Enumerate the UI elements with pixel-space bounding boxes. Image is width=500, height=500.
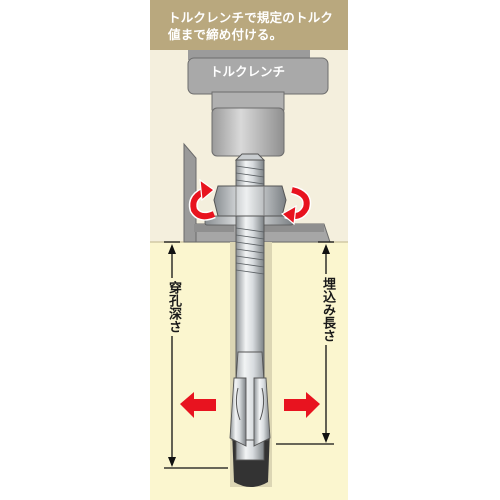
drilling-depth-label: 穿孔深さ	[164, 278, 181, 336]
instruction-line-2: 値まで締め付ける。	[168, 27, 283, 42]
expansion-arrow-icon	[284, 392, 320, 418]
hex-nut	[213, 185, 287, 217]
torque-wrench: トルクレンチ	[187, 50, 329, 157]
instruction-text: トルクレンチで規定のトルク 値まで締め付ける。	[168, 9, 343, 43]
expansion-arrow-icon	[180, 392, 216, 418]
expansion-sleeve	[229, 377, 271, 447]
wrench-label: トルクレンチ	[210, 64, 285, 79]
diagram-panel: トルクレンチ	[150, 0, 348, 500]
instruction-line-1: トルクレンチで規定のトルク	[168, 10, 334, 25]
rotation-arrow-icon	[280, 185, 312, 226]
instruction-header: トルクレンチで規定のトルク 値まで締め付ける。	[150, 0, 348, 50]
anchor-bolt-illustration: トルクレンチ	[150, 50, 348, 500]
rotation-arrow-icon	[188, 178, 216, 221]
embedment-length-label: 埋込み長さ	[318, 274, 335, 345]
